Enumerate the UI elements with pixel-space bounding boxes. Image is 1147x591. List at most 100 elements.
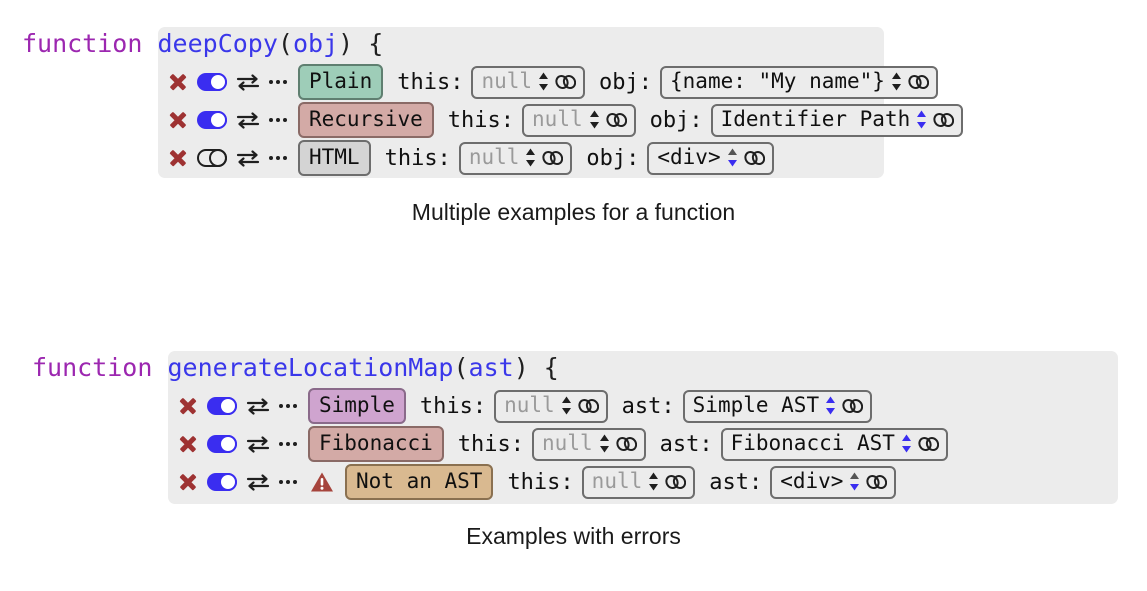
value-field[interactable]: null <box>532 427 646 461</box>
link-icon[interactable] <box>555 73 577 91</box>
x-icon[interactable] <box>178 396 198 416</box>
value-field[interactable]: <div> <box>647 141 774 175</box>
spinner-arrows-icon[interactable] <box>825 395 836 416</box>
more-dots-icon[interactable] <box>279 397 297 415</box>
panel-wrap-2: function generateLocationMap(ast) { Simp… <box>0 325 1147 504</box>
value-field[interactable]: null <box>471 65 586 99</box>
enable-toggle[interactable] <box>197 148 228 168</box>
link-icon[interactable] <box>933 111 955 129</box>
spinner-arrows-icon[interactable] <box>901 433 912 454</box>
link-icon[interactable] <box>578 397 599 415</box>
spinner-arrows-icon[interactable] <box>727 147 738 168</box>
value-field[interactable]: {name: "My name"} <box>660 65 938 99</box>
arg-label: this: <box>507 469 574 495</box>
link-icon[interactable] <box>665 473 687 491</box>
example-row: Fibonacci this: null ast: Fibonacci AST <box>178 425 1147 463</box>
field-value: {name: "My name"} <box>670 69 885 93</box>
arg-label: obj: <box>649 107 703 133</box>
keyword-function: function <box>32 353 153 382</box>
value-field[interactable]: null <box>581 465 696 499</box>
panel-wrap-1: function deepCopy(obj) { Plain this: nul… <box>0 0 1147 178</box>
spinner-arrows-icon[interactable] <box>589 109 600 130</box>
field-value: <div> <box>780 469 844 493</box>
field-value: Simple AST <box>692 393 820 417</box>
row-controls <box>178 396 297 416</box>
example-rows-1: Plain this: null obj: {name: "My name"} <box>0 59 1147 177</box>
link-icon[interactable] <box>743 149 765 167</box>
swap-icon[interactable] <box>236 148 260 168</box>
example-rows-2: Simple this: null ast: Simple AST <box>0 383 1147 501</box>
arg-label: this: <box>419 393 487 419</box>
swap-icon[interactable] <box>236 110 260 130</box>
example-name-chip[interactable]: Plain <box>298 64 384 100</box>
swap-icon[interactable] <box>236 72 260 92</box>
spinner-arrows-icon[interactable] <box>891 71 902 92</box>
x-icon[interactable] <box>168 72 188 92</box>
toggle-knob <box>218 434 237 454</box>
field-value: null <box>504 393 555 417</box>
value-field[interactable]: Fibonacci AST <box>720 427 948 461</box>
keyword-function: function <box>22 29 143 58</box>
enable-toggle[interactable] <box>197 110 227 130</box>
more-dots-icon[interactable] <box>269 149 287 167</box>
swap-icon[interactable] <box>246 396 270 416</box>
example-name-chip[interactable]: HTML <box>298 140 371 176</box>
link-icon[interactable] <box>842 397 864 415</box>
spinner-arrows-icon[interactable] <box>648 471 659 492</box>
example-name-chip[interactable]: Not an AST <box>345 464 494 500</box>
enable-toggle[interactable] <box>197 72 227 92</box>
more-dots-icon[interactable] <box>279 473 297 491</box>
link-icon[interactable] <box>918 435 940 453</box>
example-name-chip[interactable]: Simple <box>308 388 406 424</box>
x-icon[interactable] <box>178 434 198 454</box>
spinner-arrows-icon[interactable] <box>538 71 549 92</box>
arg-label: ast: <box>621 393 675 419</box>
spinner-arrows-icon[interactable] <box>849 471 860 492</box>
enable-toggle[interactable] <box>207 434 237 454</box>
arg-label: obj: <box>586 145 640 171</box>
spinner-arrows-icon[interactable] <box>916 109 927 130</box>
spinner-arrows-icon[interactable] <box>561 395 572 416</box>
value-field[interactable]: null <box>458 141 573 175</box>
field-value: <div> <box>657 145 721 169</box>
value-field[interactable]: Identifier Path <box>710 103 964 137</box>
toggle-knob <box>218 472 237 492</box>
function-signature-2: function generateLocationMap(ast) { <box>0 325 1147 383</box>
link-icon[interactable] <box>866 473 888 491</box>
function-param: ast <box>468 353 514 382</box>
warning-triangle-icon[interactable] <box>310 471 334 493</box>
more-dots-icon[interactable] <box>269 111 287 129</box>
arg-label: obj: <box>599 69 653 95</box>
arg-label: this: <box>447 107 515 133</box>
link-icon[interactable] <box>542 149 564 167</box>
arg-label: ast: <box>709 469 763 495</box>
value-field[interactable]: null <box>494 389 608 423</box>
function-name: generateLocationMap <box>167 353 454 382</box>
example-name-chip[interactable]: Fibonacci <box>308 426 444 462</box>
x-icon[interactable] <box>168 110 188 130</box>
toggle-knob <box>218 396 237 416</box>
swap-icon[interactable] <box>246 472 270 492</box>
example-row: Plain this: null obj: {name: "My name"} <box>168 63 1147 101</box>
field-value: Identifier Path <box>720 107 911 131</box>
x-icon[interactable] <box>178 472 198 492</box>
spinner-arrows-icon[interactable] <box>525 147 536 168</box>
figure-caption: Examples with errors <box>466 523 681 549</box>
spinner-arrows-icon[interactable] <box>599 433 610 454</box>
value-field[interactable]: null <box>522 103 636 137</box>
swap-icon[interactable] <box>246 434 270 454</box>
link-icon[interactable] <box>605 111 627 129</box>
example-row: Simple this: null ast: Simple AST <box>178 387 1147 425</box>
x-icon[interactable] <box>168 148 188 168</box>
value-field[interactable]: Simple AST <box>682 389 873 423</box>
enable-toggle[interactable] <box>207 396 237 416</box>
link-icon[interactable] <box>908 73 930 91</box>
enable-toggle[interactable] <box>207 472 237 492</box>
value-field[interactable]: <div> <box>770 465 897 499</box>
more-dots-icon[interactable] <box>279 435 297 453</box>
link-icon[interactable] <box>615 435 637 453</box>
example-name-chip[interactable]: Recursive <box>298 102 434 138</box>
row-controls <box>178 434 297 454</box>
more-dots-icon[interactable] <box>269 73 287 91</box>
example-row: HTML this: null obj: <div> <box>168 139 1147 177</box>
